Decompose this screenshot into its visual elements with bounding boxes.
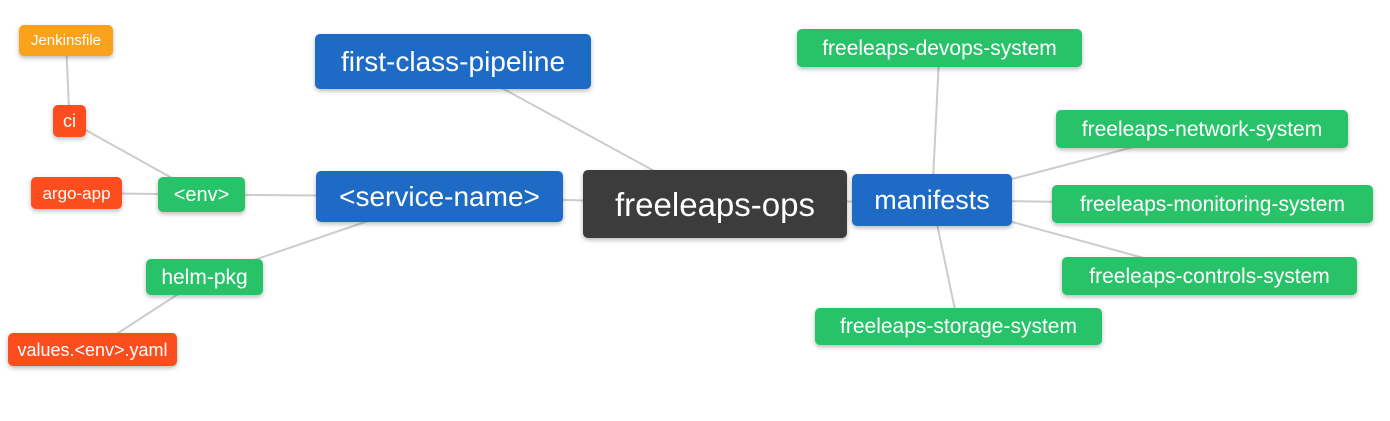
mindmap-node-env[interactable]: <env> xyxy=(158,177,245,212)
mindmap-node-helm-pkg[interactable]: helm-pkg xyxy=(146,259,263,295)
mindmap-node-freeleaps-monitoring-system[interactable]: freeleaps-monitoring-system xyxy=(1052,185,1373,223)
mindmap-node-values-env-yaml[interactable]: values.<env>.yaml xyxy=(8,333,177,366)
mindmap-node-first-class-pipeline[interactable]: first-class-pipeline xyxy=(315,34,591,89)
mindmap-node-freeleaps-devops-system[interactable]: freeleaps-devops-system xyxy=(797,29,1082,67)
mindmap-node-freeleaps-ops[interactable]: freeleaps-ops xyxy=(583,170,847,238)
mindmap-node-service-name[interactable]: <service-name> xyxy=(316,171,563,222)
mindmap-node-argo-app[interactable]: argo-app xyxy=(31,177,122,209)
mindmap-node-jenkinsfile[interactable]: Jenkinsfile xyxy=(19,25,113,56)
mindmap-node-freeleaps-controls-system[interactable]: freeleaps-controls-system xyxy=(1062,257,1357,295)
mindmap-node-freeleaps-storage-system[interactable]: freeleaps-storage-system xyxy=(815,308,1102,345)
mindmap-node-manifests[interactable]: manifests xyxy=(852,174,1012,226)
mindmap-node-ci[interactable]: ci xyxy=(53,105,86,137)
mindmap-node-freeleaps-network-system[interactable]: freeleaps-network-system xyxy=(1056,110,1348,148)
